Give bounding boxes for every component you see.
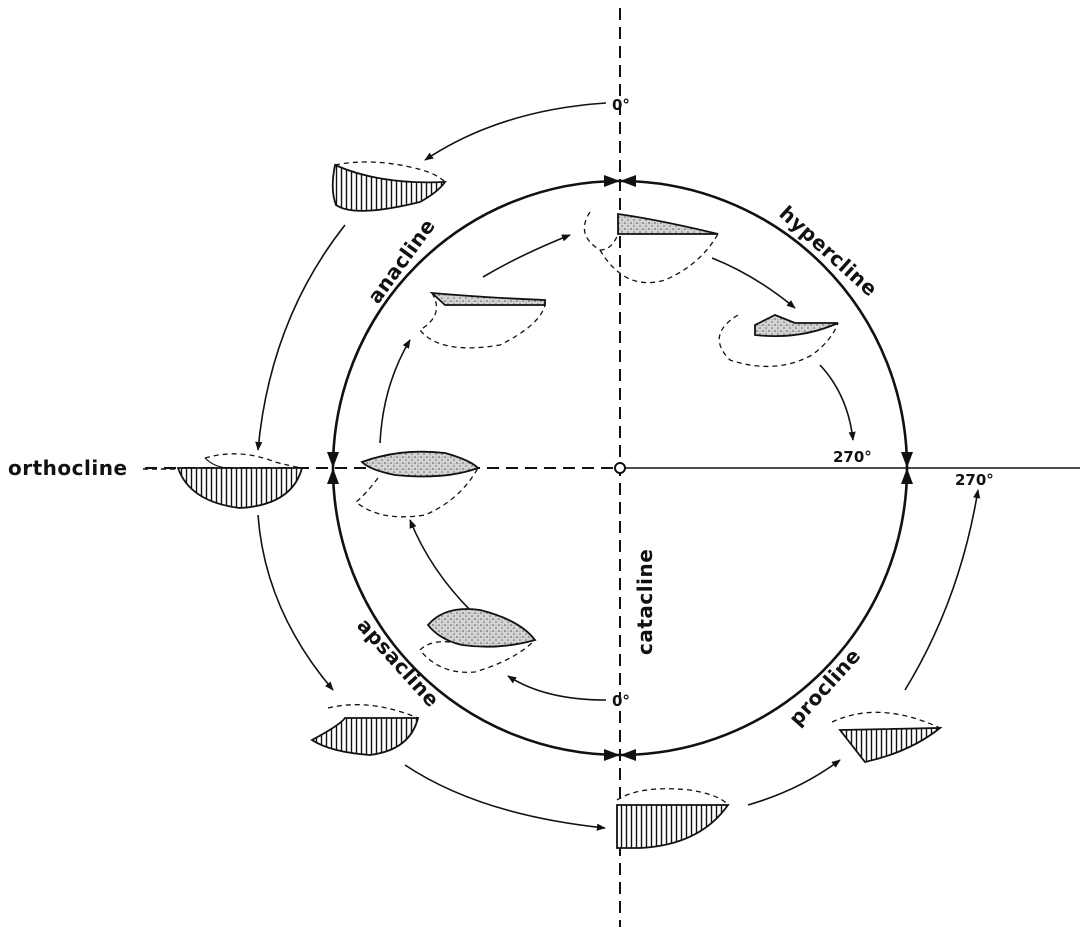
- shell-hypercline-inner: [718, 314, 839, 368]
- shell-apsacline-outer: [310, 704, 420, 756]
- shell-anacline-inner: [419, 291, 546, 349]
- shell-catacline-outer: [616, 788, 730, 849]
- inner-sequence-arrows: [379, 234, 856, 701]
- shell-top-inner: [583, 211, 719, 284]
- catacline-label: catacline: [633, 549, 657, 655]
- circle-boundary-arrowheads: [327, 175, 913, 761]
- shell-orthocline-inner: [354, 450, 480, 518]
- shell-anacline-outer: [331, 161, 447, 212]
- deg270-outer-label: 270°: [955, 471, 994, 489]
- deg270-inner-label: 270°: [833, 448, 872, 466]
- anacline-label: anacline: [363, 214, 440, 308]
- shell-procline-outer: [831, 711, 943, 764]
- origin-point: [614, 462, 626, 474]
- outer-sequence-arrows: [255, 102, 981, 831]
- zero-degree-top-label: 0°: [612, 96, 630, 114]
- shell-apsacline-inner: [419, 608, 537, 673]
- zero-degree-bottom-label: 0°: [612, 692, 630, 710]
- hypercline-label: hypercline: [775, 201, 883, 301]
- procline-label: procline: [784, 643, 866, 730]
- orthocline-label: orthocline: [8, 456, 128, 480]
- shell-orthocline: [176, 453, 304, 509]
